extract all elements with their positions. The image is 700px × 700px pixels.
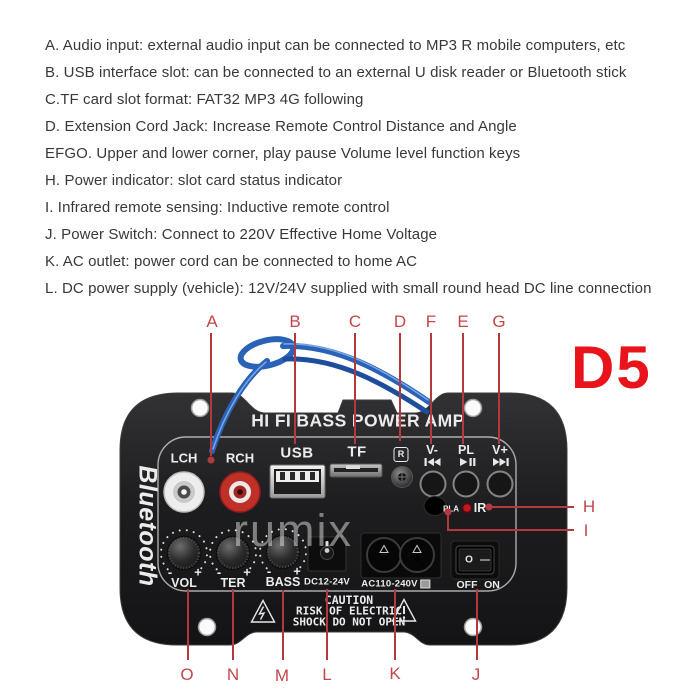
legend-line: L. DC power supply (vehicle): 12V/24V su… — [45, 280, 652, 297]
ac-label: AC110-240V — [361, 578, 431, 590]
ac-inlet — [360, 532, 442, 579]
power-led — [461, 502, 473, 514]
callout-c: C — [348, 312, 362, 331]
callout-n: N — [226, 665, 240, 684]
legend-line: C.TF card slot format: FAT32 MP3 4G foll… — [45, 91, 364, 108]
vol-up-key-label: V+ — [492, 443, 508, 457]
legend-line: J. Power Switch: Connect to 220V Effecti… — [45, 226, 438, 243]
caution-line-1: CAUTION — [324, 593, 374, 607]
usb-port — [269, 464, 326, 499]
bass-plus: + — [293, 563, 301, 579]
remote-label: R — [393, 447, 409, 462]
legend-line: K. AC outlet: power cord can be connecte… — [45, 253, 418, 270]
double-insulated-square-icon — [420, 579, 431, 589]
ter-label: TER — [220, 576, 246, 590]
knob-dots — [160, 528, 307, 571]
play-pause-icon — [460, 458, 476, 466]
ter-plus: + — [243, 564, 251, 580]
power-switch — [450, 540, 500, 580]
play-key-label: PL — [458, 443, 474, 457]
model-badge: D5 — [571, 334, 652, 401]
vol-label: VOL — [171, 576, 197, 590]
legend-line: H. Power indicator: slot card status ind… — [45, 172, 343, 189]
bass-knob — [265, 534, 301, 570]
board-title: HI FI BASS POWER AMP — [251, 410, 465, 431]
callout-h: H — [582, 497, 596, 516]
callout-b: B — [289, 312, 301, 331]
remote-jack — [391, 466, 413, 488]
board-body — [119, 392, 568, 646]
callout-k: K — [389, 664, 401, 683]
callout-a: A — [206, 312, 218, 331]
callout-l: L — [322, 665, 332, 684]
vol-plus: + — [194, 564, 202, 580]
photo-watermark: rumix — [233, 505, 353, 556]
callout-o: O — [180, 665, 194, 684]
caution-line-3: SHOCK DO NOT OPEN — [292, 615, 406, 628]
lightning-triangle-icon — [250, 599, 276, 623]
bass-minus: - — [266, 563, 272, 579]
legend-line: B. USB interface slot: can be connected … — [45, 64, 627, 81]
legend-line: A. Audio input: external audio input can… — [45, 37, 626, 54]
dc-jack — [307, 536, 347, 572]
callout-m: M — [274, 666, 290, 685]
callout-e: E — [457, 312, 469, 331]
callout-g: G — [492, 312, 506, 331]
legend-line: D. Extension Cord Jack: Increase Remote … — [45, 118, 517, 135]
ir-receiver — [423, 496, 447, 516]
ac-voltage-text: AC110-240V — [361, 578, 418, 590]
usb-label: USB — [280, 444, 314, 462]
callout-j: J — [471, 665, 481, 684]
switch-o-mark: O — [465, 554, 473, 566]
callout-i: I — [583, 521, 589, 540]
switch-bar-mark: — — [480, 554, 490, 566]
panel-border — [157, 436, 517, 592]
vol-down-key-label: V- — [426, 443, 438, 457]
skip-forward-icon — [493, 458, 509, 466]
feature-legend: A. Audio input: external audio input can… — [45, 32, 675, 302]
callout-d: D — [393, 312, 407, 331]
tf-card-slot — [329, 463, 383, 478]
vol-minus: - — [167, 564, 173, 580]
off-label: OFF — [456, 579, 478, 591]
exclamation-triangle-icon — [391, 598, 417, 622]
dc-label: DC12-24V — [304, 576, 350, 588]
skip-back-icon — [424, 458, 441, 466]
pla-label: PLA — [443, 504, 459, 514]
ter-minus: - — [216, 564, 222, 580]
caution-line-2: RISK OF ELECTRIC — [296, 604, 402, 618]
circled-r-icon: R — [393, 444, 409, 462]
rch-label: RCH — [225, 450, 255, 466]
audio-wire — [209, 336, 432, 454]
rca-jack-left — [163, 471, 205, 513]
on-label: ON — [484, 579, 500, 591]
vol-knob — [166, 535, 202, 571]
rca-jack-right — [219, 471, 261, 513]
callout-f: F — [425, 312, 437, 331]
bass-label: BASS — [265, 575, 301, 589]
lch-label: LCH — [170, 450, 198, 466]
legend-line: I. Infrared remote sensing: Inductive re… — [45, 199, 390, 216]
tf-label: TF — [347, 443, 367, 461]
ter-knob — [215, 535, 251, 571]
ir-label: IR — [473, 501, 487, 515]
legend-line: EFGO. Upper and lower corner, play pause… — [45, 145, 521, 162]
